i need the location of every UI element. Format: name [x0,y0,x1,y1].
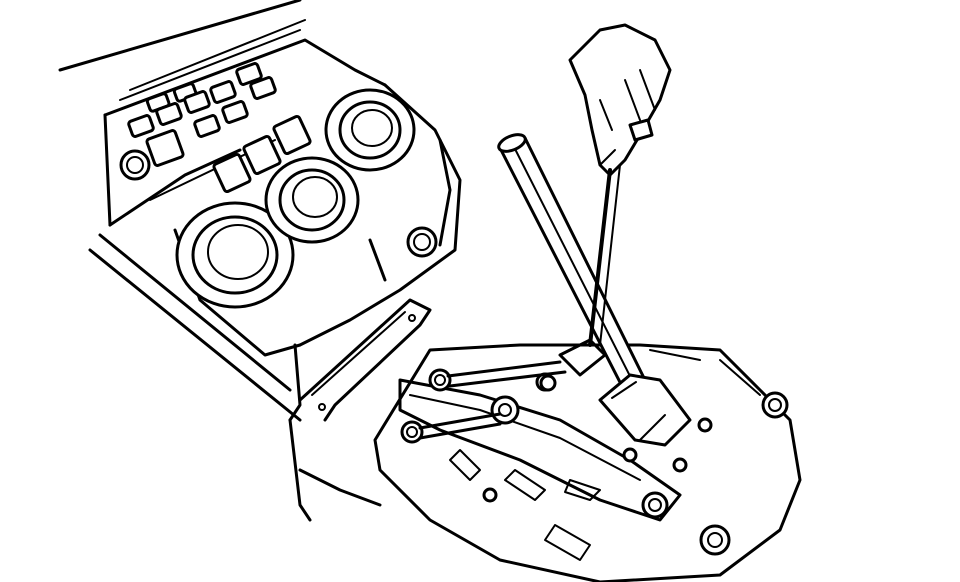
lever-base-block [598,373,692,447]
control-button-7 [235,62,263,86]
mount-bolt-front [699,524,731,556]
control-knob [119,149,151,181]
control-button-4 [155,102,183,126]
control-button-9 [221,100,249,124]
round-air-vents [175,88,438,309]
control-button-10 [249,76,277,100]
climate-control-buttons [119,62,312,194]
air-vent-middle [264,156,360,244]
bolt-5 [482,487,498,503]
lower-button-3 [272,114,312,156]
bolt-2 [622,447,638,463]
hand-with-tool [568,23,672,347]
lower-button-2 [242,134,282,176]
small-knob [406,226,438,258]
shift-cables [418,360,567,440]
air-vent-large [175,201,295,309]
screwdriver-shaft [588,168,612,347]
fingernail [628,118,654,142]
rear-bushing [641,491,669,519]
lever-top-end [497,133,527,153]
control-button-5 [183,90,211,114]
control-button-8 [193,114,221,138]
center-pivot [490,395,520,425]
lower-button-1 [212,152,252,194]
dashboard-console [58,0,462,522]
pivot-bushing-lower [400,420,424,444]
control-button-11 [145,129,185,167]
air-vent-top [324,88,416,172]
bolt-3 [672,457,688,473]
mount-bolt-rear [761,391,789,419]
bolt-4 [697,417,713,433]
shifter-base-assembly [373,343,802,582]
control-button-3 [127,114,155,138]
control-button-6 [209,80,237,104]
hand [568,23,672,177]
shift-lever [497,133,692,447]
lever-shaft [498,136,647,394]
pivot-bushing-upper [428,368,452,392]
